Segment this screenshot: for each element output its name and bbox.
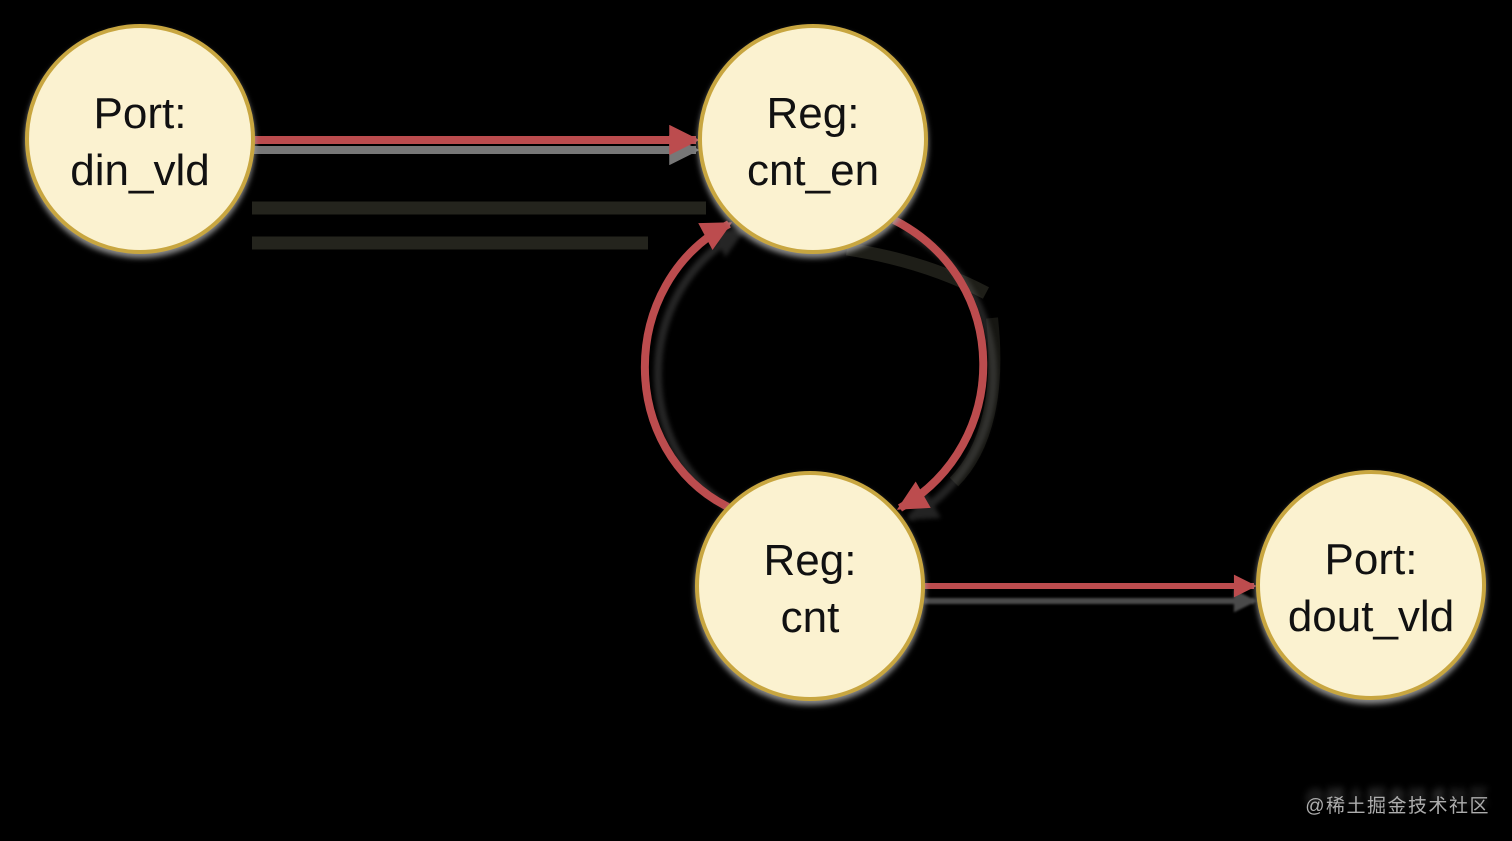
- shadow-band-diagonal: [846, 242, 990, 299]
- node-label-signal: din_vld: [70, 146, 209, 195]
- edge-cnt-to-cnt-en: [641, 220, 733, 511]
- node-label-signal: dout_vld: [1288, 592, 1454, 641]
- node-reg-cnt: Reg: cnt: [695, 471, 925, 701]
- edge-cnt-en-to-cnt: [892, 216, 988, 512]
- shadow-bands: [252, 201, 1001, 487]
- node-circle: [25, 24, 255, 254]
- node-reg-cnt-en: Reg: cnt_en: [698, 24, 928, 254]
- node-label-type: Reg:: [767, 89, 860, 138]
- node-label-signal: cnt: [781, 593, 840, 642]
- node-circle: [695, 471, 925, 701]
- node-label-type: Reg:: [764, 536, 857, 585]
- node-label-type: Port:: [94, 89, 187, 138]
- node-circle: [1256, 470, 1486, 700]
- watermark: @稀土掘金技术社区: [1305, 796, 1490, 817]
- node-circle: [698, 24, 928, 254]
- node-label-type: Port:: [1325, 535, 1418, 584]
- node-label-signal: cnt_en: [747, 146, 879, 195]
- node-port-dout-vld: Port: dout_vld: [1256, 470, 1486, 700]
- shadow-band-arc: [949, 317, 1001, 487]
- node-port-din-vld: Port: din_vld: [25, 24, 255, 254]
